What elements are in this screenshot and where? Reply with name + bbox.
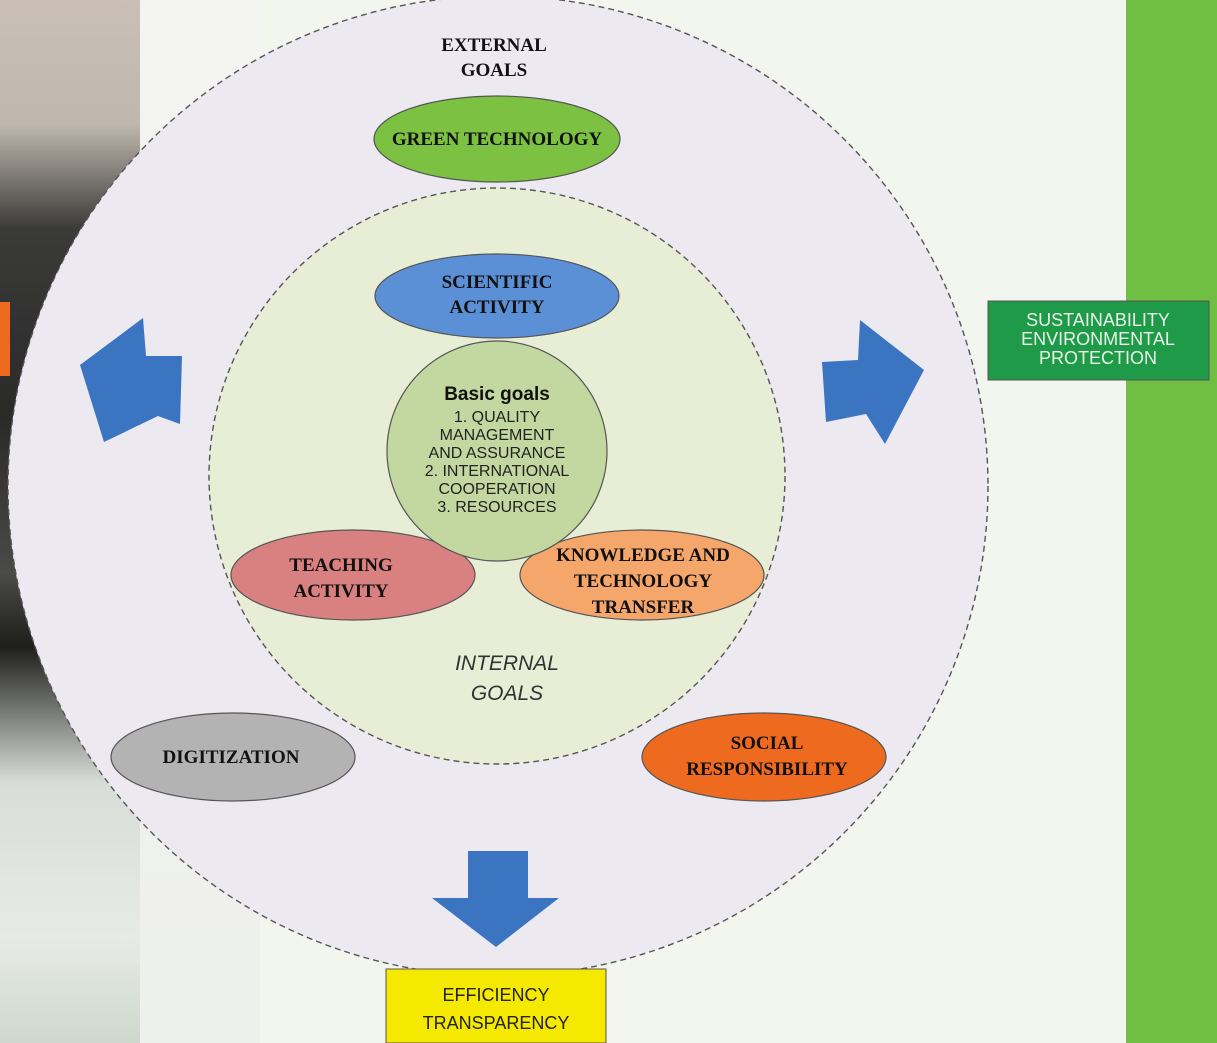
green-side-band (1126, 0, 1217, 1043)
basic-goals-line: AND ASSURANCE (429, 445, 566, 462)
green-technology-label: GREEN TECHNOLOGY (392, 129, 603, 150)
efficiency-label-2: TRANSPARENCY (423, 1013, 570, 1033)
social-responsibility-label-2: RESPONSIBILITY (686, 759, 848, 780)
external-goals-label-2: GOALS (461, 60, 528, 81)
orange-accent-tab (0, 302, 10, 376)
teaching-activity-label-1: TEACHING (289, 555, 393, 576)
basic-goals-circle (386, 340, 608, 562)
external-goals-label-1: EXTERNAL (441, 35, 547, 56)
basic-goals-line: 1. QUALITY (454, 409, 541, 426)
scientific-activity-label-1: SCIENTIFIC (442, 272, 553, 293)
sustainability-label-3: PROTECTION (1039, 348, 1157, 368)
left-arrow-icon (80, 318, 182, 442)
sustainability-label-1: SUSTAINABILITY (1026, 310, 1170, 330)
basic-goals-title: Basic goals (444, 384, 550, 405)
basic-goals-line: COOPERATION (438, 481, 555, 498)
internal-goals-label-2: GOALS (471, 682, 543, 705)
internal-goals-label-1: INTERNAL (455, 652, 559, 675)
efficiency-box (385, 968, 607, 1043)
digitization-ellipse (110, 712, 356, 802)
green-technology-ellipse (373, 95, 621, 183)
knowledge-transfer-label-1: KNOWLEDGE AND (556, 545, 730, 566)
scientific-activity-ellipse (374, 253, 620, 339)
knowledge-transfer-label-2: TECHNOLOGY (574, 571, 713, 592)
knowledge-transfer-label-3: TRANSFER (592, 597, 695, 618)
sustainability-label-2: ENVIRONMENTAL (1021, 329, 1175, 349)
teaching-activity-label-2: ACTIVITY (293, 581, 388, 602)
down-arrow-icon (432, 851, 559, 947)
efficiency-label-1: EFFICIENCY (442, 985, 549, 1005)
scientific-activity-label-2: ACTIVITY (449, 297, 544, 318)
social-responsibility-ellipse (641, 712, 887, 802)
basic-goals-line: 2. INTERNATIONAL (425, 463, 570, 480)
basic-goals-line: MANAGEMENT (440, 427, 555, 444)
knowledge-transfer-ellipse (519, 529, 765, 621)
digitization-label: DIGITIZATION (163, 747, 300, 768)
teaching-activity-ellipse (230, 529, 476, 621)
basic-goals-line: 3. RESOURCES (437, 499, 556, 516)
right-arrow-icon (822, 320, 924, 444)
social-responsibility-label-1: SOCIAL (731, 733, 804, 754)
sustainability-box (987, 300, 1210, 381)
